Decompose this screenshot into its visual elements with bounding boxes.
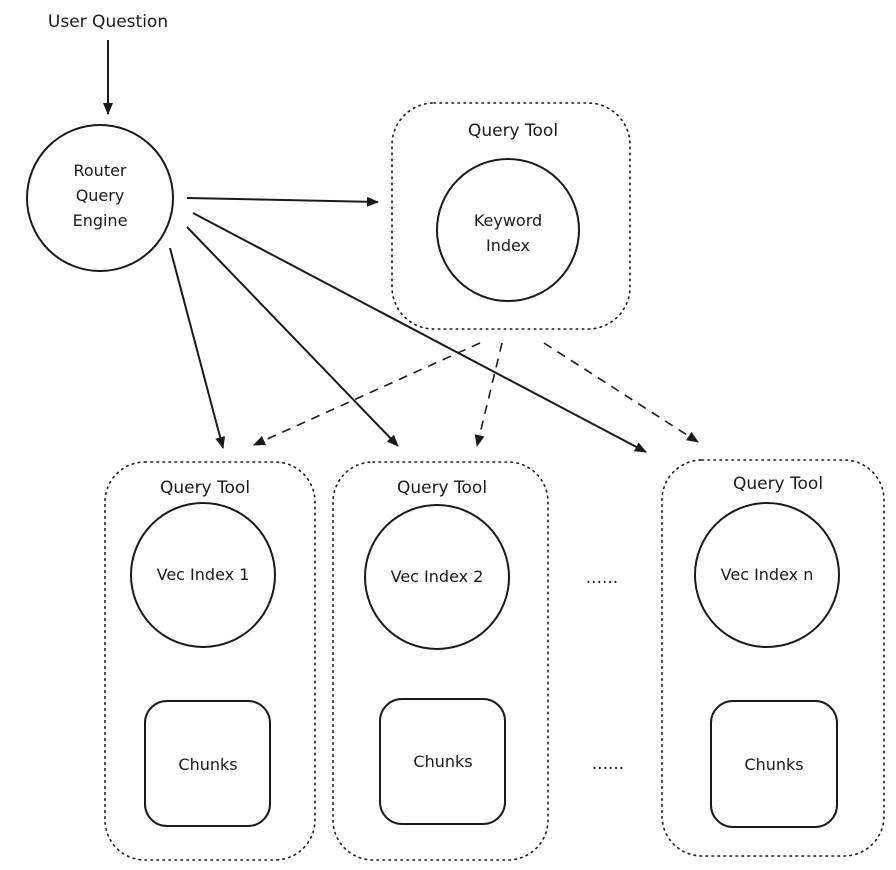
arrow-router-to-keyword	[186, 196, 379, 207]
router-circle	[26, 124, 174, 272]
keyword-tool-title: Query Tool	[468, 121, 558, 141]
router-query-engine-node: Router Query Engine	[26, 124, 174, 272]
vec-index-n-circle	[694, 502, 840, 648]
keyword-index-label-line2: Index	[486, 236, 530, 255]
keyword-tool-container	[391, 102, 631, 330]
vector-tool-2-title: Query Tool	[397, 478, 487, 498]
user-question-label: User Question	[48, 12, 168, 32]
vec-index-n-label: Vec Index n	[721, 565, 814, 584]
vector-tool-1-title: Query Tool	[160, 478, 250, 498]
router-label-line2: Query	[76, 186, 125, 205]
vector-tool-2-container	[332, 461, 549, 861]
vector-tool-n-container	[661, 459, 885, 857]
vector-query-tool-n: Query Tool Vec Index n Chunks	[661, 459, 885, 857]
vector-tool-1-container	[104, 461, 316, 861]
chunks-n-label: Chunks	[744, 755, 803, 774]
dashed-arrow-keyword-to-vec2	[474, 342, 503, 447]
arrow-router-to-vec1	[169, 247, 226, 449]
chunks-n-box	[710, 700, 838, 828]
vec-index-1-label: Vec Index 1	[157, 565, 250, 584]
arrow-router-to-vec2	[186, 226, 399, 447]
vec-index-1-circle	[130, 502, 276, 648]
vector-query-tool-1: Query Tool Vec Index 1 Chunks	[104, 461, 316, 861]
keyword-index-circle	[436, 158, 580, 302]
dashed-arrow-keyword-to-vec1	[253, 342, 481, 446]
keyword-query-tool: Query Tool Keyword Index	[391, 102, 631, 330]
router-label-line3: Engine	[73, 211, 128, 230]
router-label-line1: Router	[73, 161, 126, 180]
ellipsis-chunks-row: ......	[592, 754, 624, 774]
chunks-1-label: Chunks	[178, 755, 237, 774]
arrow-router-to-vecn	[192, 212, 647, 453]
dashed-arrow-keyword-to-vecn	[543, 342, 699, 443]
chunks-2-label: Chunks	[413, 752, 472, 771]
vec-index-2-circle	[364, 504, 510, 650]
vec-index-2-label: Vec Index 2	[391, 567, 484, 586]
vector-tool-n-title: Query Tool	[733, 474, 823, 494]
chunks-1-box	[144, 700, 271, 827]
chunks-2-box	[379, 698, 506, 825]
ellipsis-index-row: ......	[586, 568, 618, 588]
vector-query-tool-2: Query Tool Vec Index 2 Chunks	[332, 461, 549, 861]
keyword-index-label-line1: Keyword	[474, 211, 542, 230]
